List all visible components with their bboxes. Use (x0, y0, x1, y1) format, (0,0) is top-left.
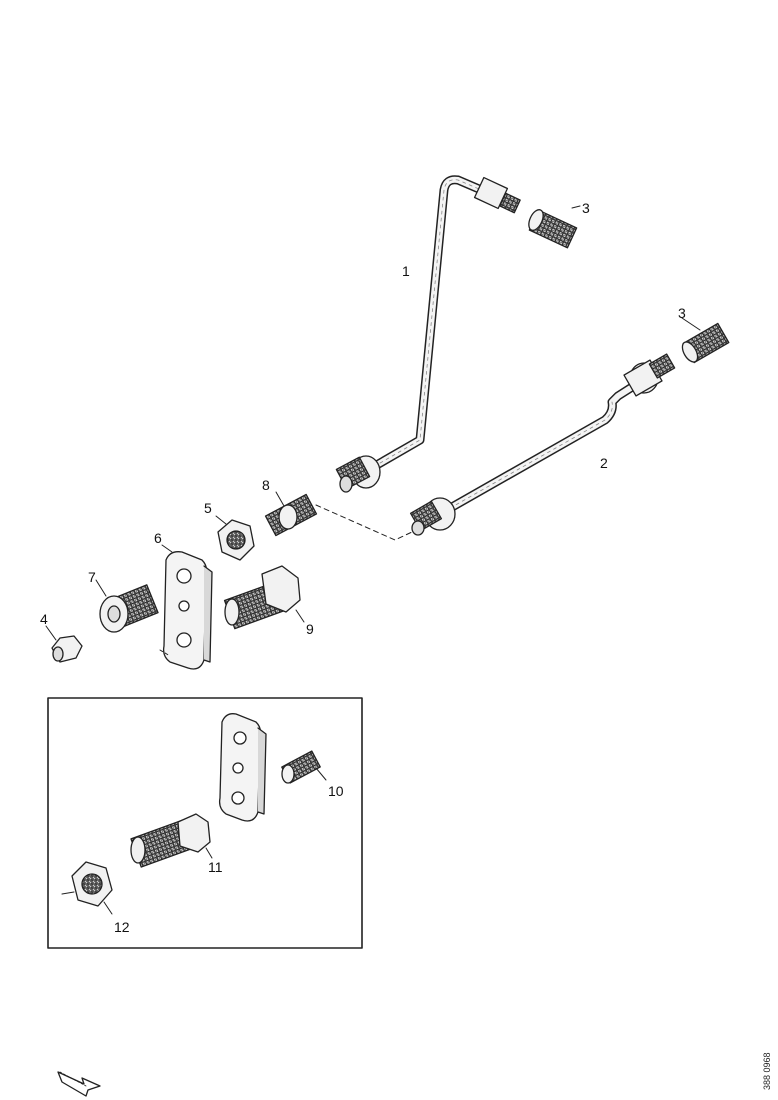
inset-frame (47, 697, 363, 949)
pipe-2 (409, 353, 676, 536)
callout-6: 6 (154, 530, 162, 546)
callout-10: 10 (328, 783, 344, 799)
callout-4: 4 (40, 611, 48, 627)
part-4-fitting (45, 625, 83, 663)
callout-11: 11 (208, 859, 223, 875)
pipe-1 (335, 175, 521, 493)
part-12-nut (61, 861, 113, 915)
part-8-connector (264, 491, 318, 537)
callout-9: 9 (306, 621, 314, 637)
part-7-union (95, 579, 159, 633)
part-5-nut (215, 515, 255, 561)
callout-5: 5 (204, 500, 212, 516)
part-10-fitting (281, 750, 327, 784)
pipe-2-upper-nut (623, 353, 676, 397)
callout-8: 8 (262, 477, 270, 493)
inset-plate (218, 713, 267, 822)
callout-labels: 1 2 3 3 4 5 6 7 8 9 10 11 12 (40, 200, 686, 935)
callout-7: 7 (88, 569, 96, 585)
part-9-banjo-bolt (223, 565, 305, 630)
callout-2: 2 (600, 455, 608, 471)
part-11-bolt (130, 813, 213, 868)
part-6-plate (159, 544, 213, 670)
direction-arrow-icon (57, 1071, 101, 1097)
callout-1: 1 (402, 263, 410, 279)
pipe-1-upper-nut (473, 176, 521, 214)
assembly-line-8-2 (315, 504, 413, 541)
callout-12: 12 (114, 919, 130, 935)
pipe-1-union-nut (335, 455, 381, 493)
part-3-fitting-upper (528, 205, 581, 249)
part-3-fitting-right (681, 317, 730, 364)
pipe-2-lower-nut (409, 497, 456, 536)
drawing-reference-code: 388 0968 (762, 1052, 772, 1090)
callout-3-upper: 3 (582, 200, 590, 216)
callout-3-right: 3 (678, 305, 686, 321)
